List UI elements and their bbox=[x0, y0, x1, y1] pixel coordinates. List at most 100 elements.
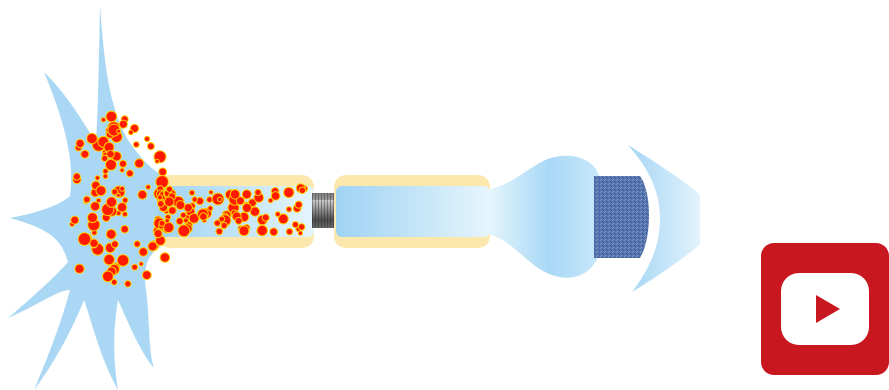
neurotransmitter-particle bbox=[229, 189, 241, 200]
neurotransmitter-particle bbox=[83, 195, 91, 204]
neurotransmitter-particle bbox=[106, 149, 115, 159]
neurotransmitter-particle bbox=[156, 199, 165, 208]
neurotransmitter-particle bbox=[175, 217, 184, 226]
neurotransmitter-particle bbox=[179, 211, 187, 219]
neurotransmitter-particle bbox=[238, 225, 250, 237]
neurotransmitter-particle bbox=[138, 247, 149, 257]
neurotransmitter-particle bbox=[95, 185, 107, 197]
neurotransmitter-particle bbox=[283, 186, 295, 199]
neurotransmitter-particle bbox=[147, 241, 158, 252]
neurotransmitter-particle bbox=[145, 184, 152, 191]
neurotransmitter-particle bbox=[277, 213, 289, 225]
neurotransmitter-particle bbox=[105, 110, 118, 123]
neurotransmitter-particle bbox=[100, 117, 107, 123]
neurotransmitter-particle bbox=[158, 167, 168, 177]
youtube-play-icon bbox=[781, 273, 869, 345]
neurotransmitter-particle bbox=[105, 228, 117, 240]
neurotransmitter-particle bbox=[74, 263, 85, 274]
neurotransmitter-particle bbox=[119, 185, 126, 192]
neurotransmitter-particle bbox=[133, 240, 141, 248]
neurotransmitter-particle bbox=[105, 196, 118, 208]
neurotransmitter-particle bbox=[241, 202, 253, 213]
neurotransmitter-particle bbox=[119, 167, 125, 173]
neurotransmitter-particle bbox=[164, 196, 175, 207]
neurotransmitter-particle bbox=[158, 219, 166, 227]
play-triangle-icon bbox=[816, 295, 840, 323]
neurotransmitter-particle bbox=[134, 158, 145, 169]
neurotransmitter-particle bbox=[188, 189, 196, 197]
video-play-button[interactable] bbox=[761, 243, 889, 375]
neurotransmitter-particle bbox=[168, 206, 177, 215]
neurotransmitter-particle bbox=[102, 173, 109, 180]
neurotransmitter-particle bbox=[254, 188, 262, 197]
neurotransmitter-particle bbox=[183, 217, 189, 224]
neurotransmitter-particle bbox=[285, 227, 294, 236]
neurotransmitter-particle bbox=[138, 261, 144, 267]
neurotransmitter-particle bbox=[199, 212, 208, 221]
neurotransmitter-particle bbox=[285, 206, 293, 213]
neurotransmitter-particle bbox=[103, 253, 115, 266]
neurotransmitter-particle bbox=[234, 216, 243, 225]
neurotransmitter-particle bbox=[146, 142, 155, 151]
neurotransmitter-particle bbox=[87, 212, 98, 224]
neurotransmitter-particle bbox=[165, 185, 174, 193]
neurotransmitter-particle bbox=[220, 221, 228, 230]
neurotransmitter-particle bbox=[116, 254, 130, 267]
neurotransmitter-particle bbox=[72, 172, 81, 181]
neurotransmitter-particle bbox=[125, 169, 134, 178]
axon-terminal-bulb bbox=[486, 155, 600, 278]
neurotransmitter-particle bbox=[297, 230, 304, 236]
neurotransmitter-particle bbox=[116, 202, 128, 213]
neurotransmitter-particles bbox=[69, 110, 309, 288]
neurotransmitter-particle bbox=[241, 189, 252, 200]
neurotransmitter-particle bbox=[218, 215, 226, 223]
neurotransmitter-particle bbox=[235, 196, 245, 206]
neurotransmitter-particle bbox=[75, 138, 85, 149]
neurotransmitter-particle bbox=[175, 200, 186, 211]
neurotransmitter-particle bbox=[102, 270, 114, 283]
signal-arrow-head bbox=[628, 145, 700, 292]
neurotransmitter-particle bbox=[101, 154, 109, 162]
neurotransmitter-particle bbox=[153, 229, 163, 239]
neurotransmitter-particle bbox=[77, 232, 92, 246]
neurotransmitter-particle bbox=[274, 211, 281, 218]
neurotransmitter-particle bbox=[70, 215, 80, 225]
neurotransmitter-particle bbox=[207, 205, 214, 212]
neurotransmitter-particle bbox=[131, 263, 139, 271]
neurotransmitter-particle bbox=[215, 227, 224, 236]
neurotransmitter-particle bbox=[159, 252, 171, 263]
neurotransmitter-particle bbox=[294, 200, 303, 209]
neurotransmitter-particle bbox=[270, 191, 281, 201]
axon-segment-2 bbox=[336, 186, 490, 237]
neurotransmitter-particle bbox=[115, 192, 121, 198]
neurotransmitter-particle bbox=[141, 270, 152, 281]
neurotransmitter-particle bbox=[116, 128, 122, 134]
neurotransmitter-particle bbox=[132, 141, 140, 148]
neurotransmitter-particle bbox=[124, 280, 132, 288]
neurotransmitter-particle bbox=[191, 196, 198, 203]
neurotransmitter-particle bbox=[102, 168, 109, 175]
neurotransmitter-particle bbox=[297, 223, 306, 231]
neurotransmitter-particle bbox=[208, 189, 214, 195]
neurotransmitter-particle bbox=[164, 218, 170, 224]
neurotransmitter-particle bbox=[261, 213, 270, 222]
neurotransmitter-particle bbox=[80, 149, 90, 159]
neurotransmitter-particle bbox=[157, 194, 163, 201]
neurotransmitter-particle bbox=[120, 224, 129, 234]
node-of-ranvier bbox=[312, 193, 338, 228]
neurotransmitter-particle bbox=[291, 221, 299, 229]
neurotransmitter-particle bbox=[118, 119, 128, 129]
neurotransmitter-particle bbox=[128, 129, 134, 136]
neurotransmitter-particle bbox=[110, 278, 118, 286]
neurotransmitter-particle bbox=[86, 132, 98, 145]
neurotransmitter-particle bbox=[143, 135, 151, 143]
synaptic-terminal-texture bbox=[594, 176, 649, 258]
neurotransmitter-particle bbox=[177, 224, 191, 238]
neurotransmitter-particle bbox=[137, 189, 148, 200]
neurotransmitter-particle bbox=[110, 240, 119, 249]
neurotransmitter-particle bbox=[121, 197, 129, 204]
neurotransmitter-particle bbox=[256, 224, 269, 237]
neurotransmitter-particle bbox=[118, 159, 128, 168]
neurotransmitter-particle bbox=[90, 201, 101, 212]
neurotransmitter-particle bbox=[213, 219, 222, 227]
